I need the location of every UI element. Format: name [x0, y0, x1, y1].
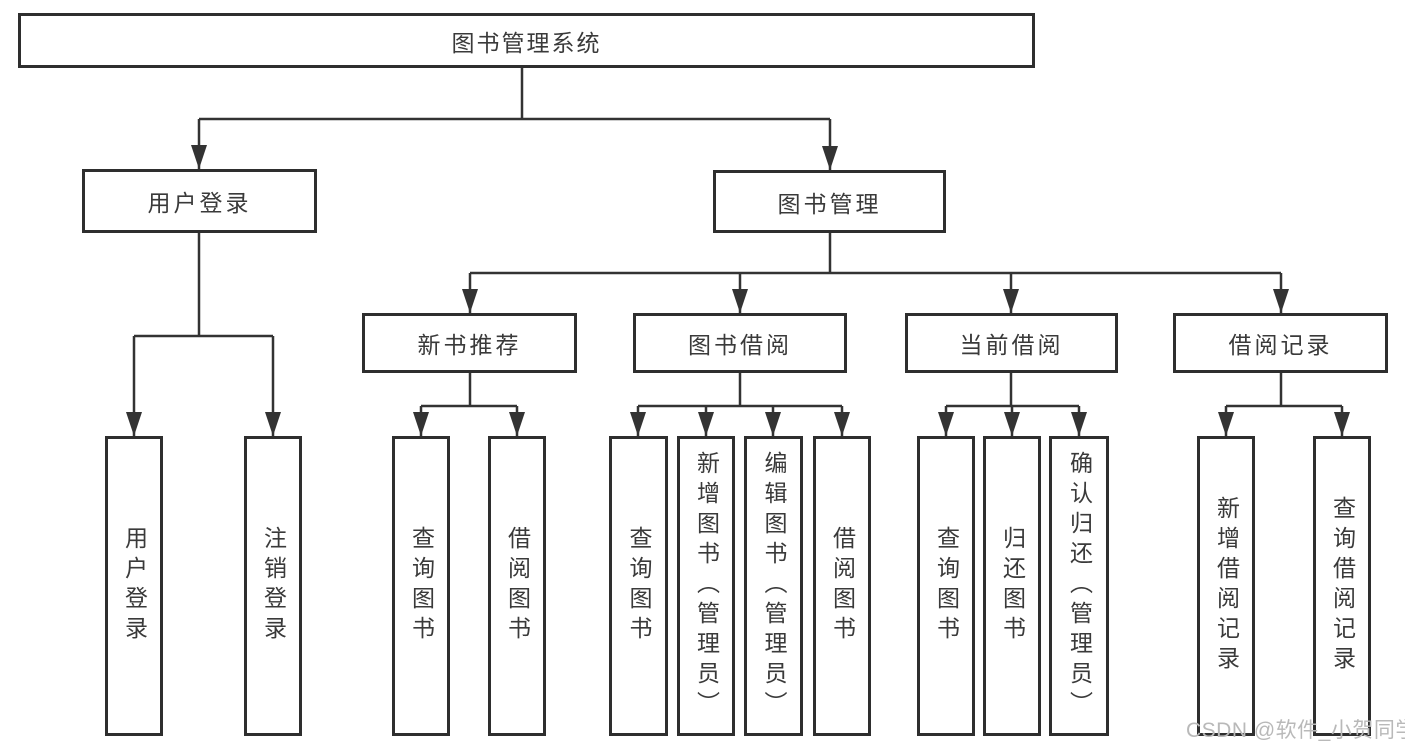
node-user-login: 用户登录 [82, 169, 317, 233]
leaf-query-books-2-label: 查询图书 [626, 526, 652, 646]
leaf-query-books-1: 查询图书 [392, 436, 450, 736]
csdn-watermark: CSDN @软件_小贺同学 [1186, 719, 1405, 742]
leaf-user-login: 用户登录 [105, 436, 163, 736]
node-book-management: 图书管理 [713, 170, 946, 233]
leaf-confirm-return-admin-label: 确认归还（管理员） [1066, 451, 1093, 721]
leaf-edit-book-admin: 编辑图书（管理员） [744, 436, 803, 736]
node-current-borrow-label: 当前借阅 [959, 332, 1064, 358]
leaf-borrow-books-2-label: 借阅图书 [829, 526, 856, 646]
node-current-borrow: 当前借阅 [905, 313, 1118, 373]
leaf-logout: 注销登录 [244, 436, 302, 736]
node-library-system-label: 图书管理系统 [451, 29, 602, 56]
leaf-borrow-books-1: 借阅图书 [488, 436, 546, 736]
leaf-logout-label: 注销登录 [260, 526, 287, 646]
leaf-confirm-return-admin: 确认归还（管理员） [1049, 436, 1109, 736]
leaf-add-book-admin: 新增图书（管理员） [677, 436, 735, 736]
leaf-borrow-books-2: 借阅图书 [813, 436, 871, 736]
node-borrow-record: 借阅记录 [1173, 313, 1388, 373]
leaf-query-books-3: 查询图书 [917, 436, 975, 736]
leaf-query-books-2: 查询图书 [609, 436, 668, 736]
node-new-book-recommend-label: 新书推荐 [417, 332, 522, 358]
node-user-login-label: 用户登录 [147, 190, 252, 216]
leaf-query-borrow-record: 查询借阅记录 [1313, 436, 1371, 736]
node-book-borrow-label: 图书借阅 [688, 332, 792, 358]
leaf-return-book: 归还图书 [983, 436, 1041, 736]
leaf-return-book-label: 归还图书 [999, 526, 1026, 646]
leaf-query-books-1-label: 查询图书 [408, 526, 435, 646]
leaf-query-borrow-record-label: 查询借阅记录 [1329, 496, 1356, 676]
leaf-borrow-books-1-label: 借阅图书 [504, 526, 531, 646]
leaf-query-books-3-label: 查询图书 [933, 526, 960, 646]
arrowheads [126, 145, 1350, 436]
leaf-add-book-admin-label: 新增图书（管理员） [693, 451, 720, 721]
node-new-book-recommend: 新书推荐 [362, 313, 577, 373]
leaf-user-login-label: 用户登录 [121, 526, 148, 646]
leaf-add-borrow-record-label: 新增借阅记录 [1213, 496, 1240, 676]
node-book-management-label: 图书管理 [777, 190, 882, 217]
node-library-system: 图书管理系统 [18, 13, 1035, 68]
leaf-add-borrow-record: 新增借阅记录 [1197, 436, 1255, 736]
leaf-edit-book-admin-label: 编辑图书（管理员） [761, 451, 787, 721]
node-borrow-record-label: 借阅记录 [1228, 332, 1333, 358]
node-book-borrow: 图书借阅 [633, 313, 847, 373]
